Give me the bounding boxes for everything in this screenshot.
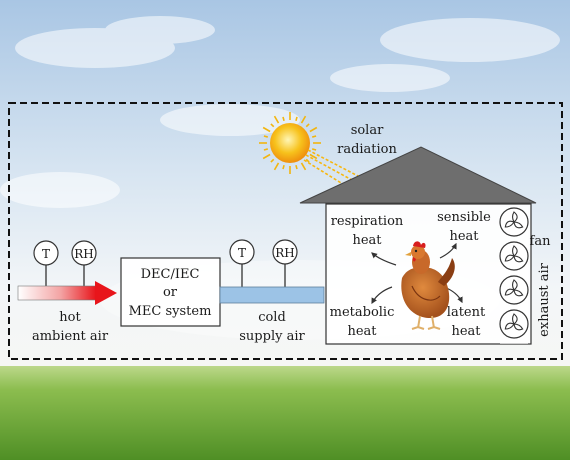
left-sensor-group: T RH <box>33 240 97 286</box>
sensible-heat-label-line2: heat <box>449 229 479 244</box>
humidity-sensor-label: RH <box>74 247 94 261</box>
supply-label-line2: supply air <box>239 329 305 344</box>
temperature-sensor-icon <box>229 239 255 265</box>
sensible-heat-label-line1: sensible <box>437 210 491 225</box>
latent-heat-label-line1: latent <box>447 305 486 320</box>
temperature-sensor-label: T <box>42 247 50 261</box>
house-roof <box>299 146 537 204</box>
system-label-line1: DEC/IEC <box>141 267 200 282</box>
humidity-sensor-icon <box>272 239 298 265</box>
exhaust-fan-icon <box>499 275 529 305</box>
right-sensor-group: T RH <box>229 239 298 287</box>
sun-icon <box>259 112 321 174</box>
exhaust-fan-icon <box>499 309 529 339</box>
inlet-label-line2: ambient air <box>32 329 109 344</box>
system-label-line2: or <box>163 285 178 300</box>
solar-radiation-rays <box>303 149 359 187</box>
temperature-sensor-label: T <box>238 246 246 260</box>
grass-field <box>0 366 570 460</box>
metabolic-heat-label-line2: heat <box>347 324 377 339</box>
humidity-sensor-icon <box>71 240 97 266</box>
solar-label-line2: radiation <box>337 142 397 157</box>
system-boundary-frame <box>8 102 563 360</box>
exhaust-fan-stack <box>499 207 529 344</box>
exhaust-fan-icon <box>499 207 529 237</box>
chicken-icon <box>401 241 455 330</box>
inlet-label-line1: hot <box>59 310 81 325</box>
supply-label-line1: cold <box>258 310 286 325</box>
respiration-heat-label-line1: respiration <box>331 214 404 229</box>
metabolic-heat-label-line1: metabolic <box>330 305 395 320</box>
fan-label: fan <box>530 234 552 249</box>
cold-supply-duct <box>219 286 325 304</box>
system-label-line3: MEC system <box>129 304 212 319</box>
temperature-sensor-icon <box>33 240 59 266</box>
exhaust-fan-icon <box>499 241 529 271</box>
solar-label-line1: solar <box>351 123 384 138</box>
exhaust-air-label: exhaust air <box>537 262 552 336</box>
humidity-sensor-label: RH <box>275 246 295 260</box>
respiration-heat-label-line2: heat <box>352 233 382 248</box>
hot-air-inlet-arrow <box>17 281 117 305</box>
latent-heat-label-line2: heat <box>451 324 481 339</box>
cooling-system-box <box>120 257 221 327</box>
